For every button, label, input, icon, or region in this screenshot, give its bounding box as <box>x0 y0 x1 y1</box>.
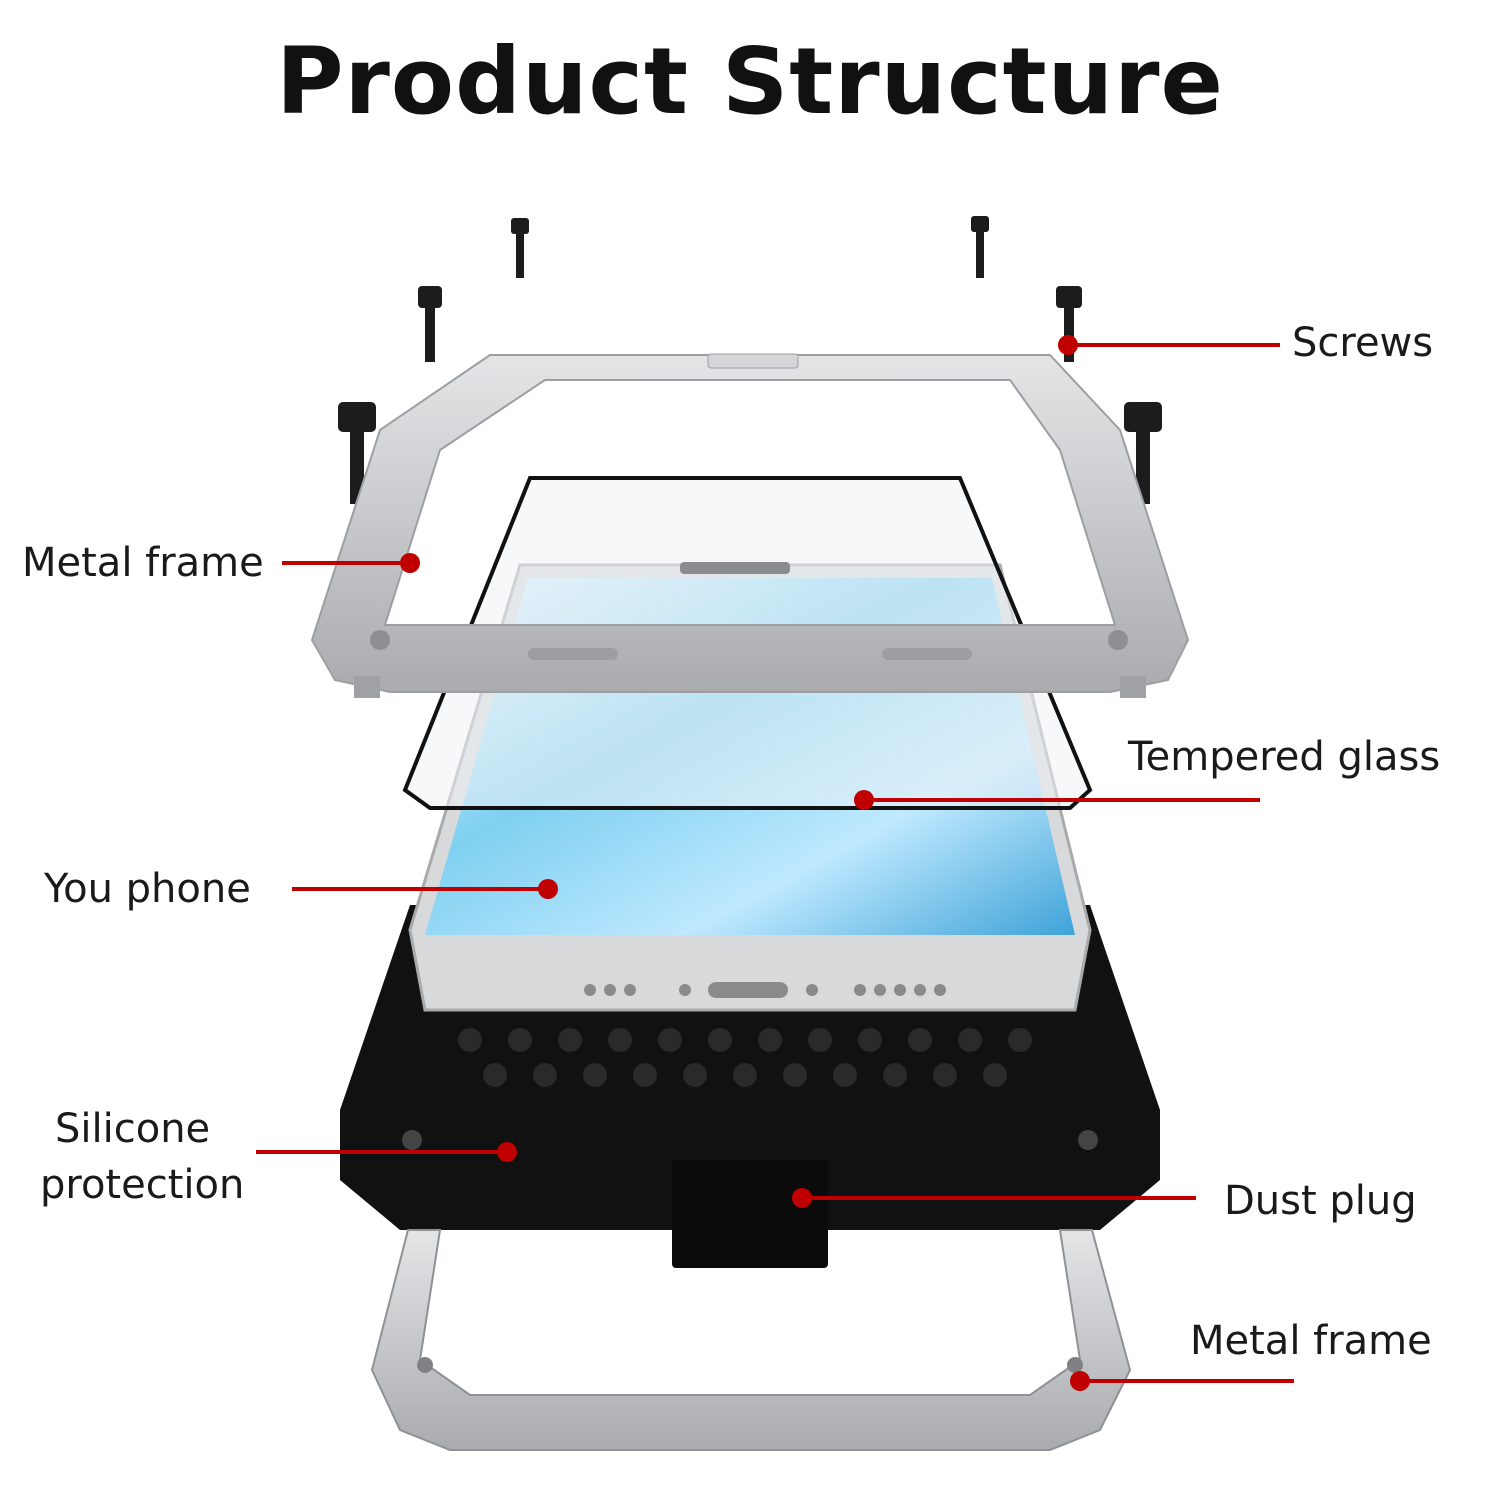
callout-you-phone <box>292 879 558 899</box>
callout-dust-plug <box>792 1188 1196 1208</box>
screw-2 <box>971 216 989 278</box>
label-you-phone: You phone <box>44 866 251 912</box>
label-metal-frame-bottom: Metal frame <box>1190 1318 1432 1364</box>
screw-1 <box>511 218 529 278</box>
label-silicone-line1: Silicone <box>55 1106 211 1152</box>
screw-3 <box>418 286 442 362</box>
screw-6 <box>1124 402 1162 504</box>
screw-4 <box>1056 286 1082 362</box>
label-screws: Screws <box>1292 320 1434 366</box>
metal-frame-bottom-shape <box>370 1229 1132 1451</box>
label-metal-frame-top: Metal frame <box>22 540 264 586</box>
label-tempered-glass: Tempered glass <box>1128 734 1441 780</box>
screws-group <box>338 216 1162 504</box>
callout-metal-frame-top <box>282 553 420 573</box>
label-dust-plug: Dust plug <box>1224 1178 1417 1224</box>
dust-plug-shape <box>672 1160 828 1268</box>
callout-tempered-glass <box>854 790 1260 810</box>
page-title: Product Structure <box>276 28 1224 135</box>
callout-screws <box>1058 335 1280 355</box>
label-silicone-line2: protection <box>40 1162 245 1208</box>
callout-silicone <box>256 1142 517 1162</box>
screw-5 <box>338 402 376 504</box>
callout-lines <box>256 335 1294 1391</box>
callout-metal-frame-bottom <box>1070 1371 1294 1391</box>
metal-frame-top-shape <box>310 353 1190 698</box>
